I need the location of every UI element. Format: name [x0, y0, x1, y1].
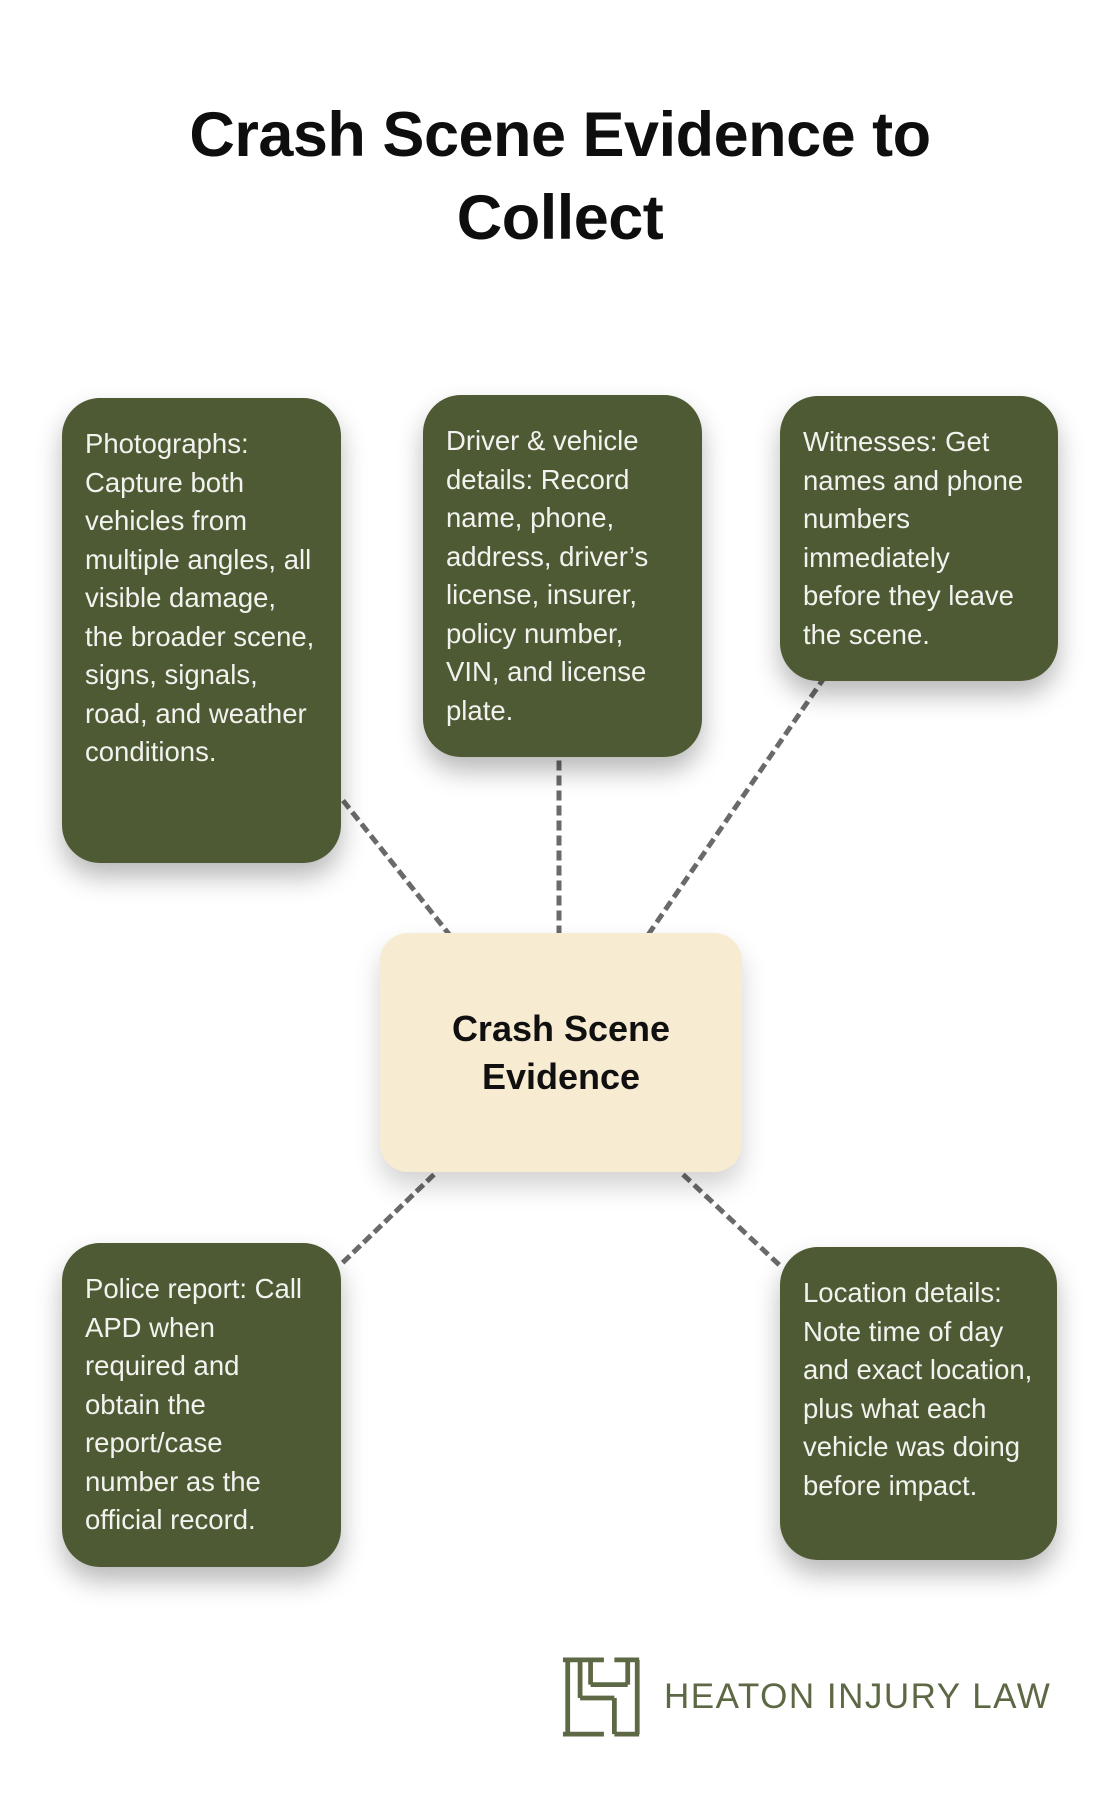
heaton-h-monogram-icon [562, 1657, 640, 1737]
brand-name: HEATON INJURY LAW [664, 1677, 1052, 1716]
footer-logo: HEATON INJURY LAW [562, 1654, 1051, 1740]
node-witnesses: Witnesses: Get names and phone numbers i… [780, 396, 1058, 681]
node-location-details: Location details: Note time of day and e… [780, 1247, 1057, 1560]
connector-line-police-report [340, 1172, 436, 1265]
page-title: Crash Scene Evidence to Collect [189, 100, 931, 253]
node-photographs: Photographs: Capture both vehicles from … [62, 398, 341, 863]
node-police-report: Police report: Call APD when required an… [62, 1243, 341, 1567]
node-driver-vehicle-details: Driver & vehicle details: Record name, p… [423, 395, 702, 757]
connector-line-driver-details [556, 745, 562, 936]
connector-line-location-details [681, 1172, 781, 1267]
connector-line-photographs [341, 798, 454, 939]
center-node-crash-scene-evidence: Crash Scene Evidence [380, 933, 742, 1172]
